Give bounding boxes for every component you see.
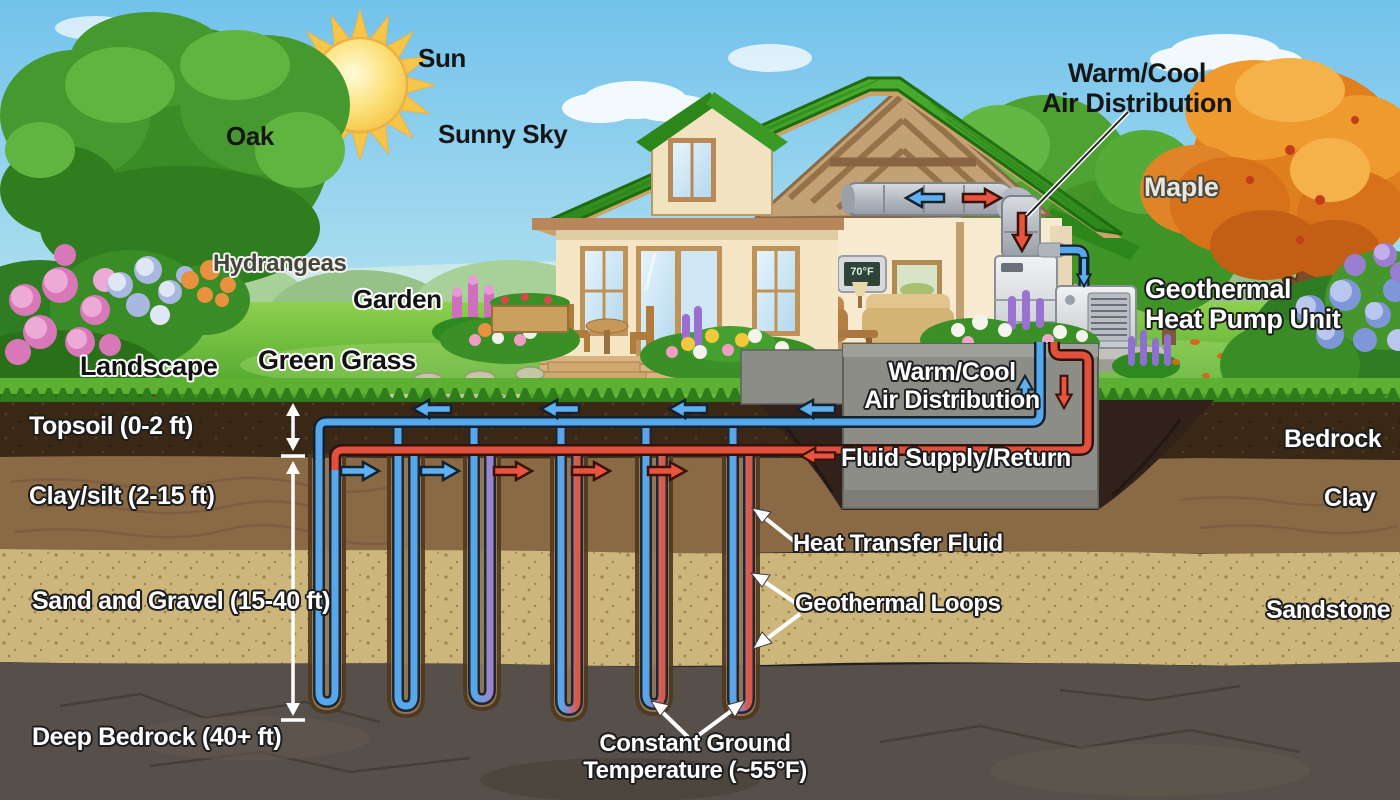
sun-icon — [283, 8, 437, 162]
fluid-supply-return-label: Fluid Supply/Return — [841, 444, 1071, 472]
thermostat-reading: 70°F — [850, 266, 874, 278]
sun-label: Sun — [418, 43, 466, 73]
patio-chair — [630, 306, 654, 354]
oak-tree — [0, 12, 350, 404]
landscape-label: Landscape — [80, 351, 218, 381]
maple-tree — [1140, 58, 1400, 393]
underground — [0, 244, 1400, 800]
window — [752, 246, 800, 336]
hydrangea-bush-left — [0, 244, 250, 420]
air-distribution-foundation-label: Warm/Cool Air Distribution — [864, 358, 1040, 414]
sand-gravel-layer-label: Sand and Gravel (15-40 ft) — [32, 587, 331, 615]
orange-flowers — [181, 260, 236, 307]
clay-label: Clay — [1324, 484, 1376, 512]
soil-layer-sand-gravel — [0, 549, 1400, 666]
topsoil-layer-label: Topsoil (0-2 ft) — [29, 412, 193, 440]
rear-roof — [1042, 208, 1140, 260]
framed-picture — [892, 260, 942, 300]
lavender — [1112, 330, 1180, 380]
green-grass-label: Green Grass — [258, 345, 416, 375]
table-lamp — [852, 282, 868, 308]
hydrangeas-label: Hydrangeas — [213, 250, 347, 277]
geothermal-loops-label: Geothermal Loops — [795, 590, 1001, 617]
window — [580, 246, 628, 336]
clay-silt-layer-label: Clay/silt (2-15 ft) — [29, 482, 215, 510]
sunny-sky-label: Sunny Sky — [438, 119, 568, 149]
thermostat — [837, 255, 887, 293]
dormer — [636, 92, 788, 216]
sandstone-label: Sandstone — [1266, 596, 1391, 624]
oak-label: Oak — [226, 121, 274, 151]
soil-layer-deep-bedrock — [0, 662, 1400, 800]
maple-label: Maple — [1144, 172, 1219, 202]
deep-bedrock-layer-label: Deep Bedrock (40+ ft) — [32, 723, 282, 751]
patio-table — [585, 318, 629, 354]
bedrock-label: Bedrock — [1284, 425, 1382, 453]
return-pipe-warm — [329, 342, 1094, 470]
dormer-window — [668, 138, 716, 202]
air-distribution-attic-label: Warm/Cool Air Distribution — [1041, 58, 1233, 119]
purple-hydrangeas — [1344, 243, 1400, 282]
planter-box — [490, 293, 570, 333]
heat-transfer-fluid-label: Heat Transfer Fluid — [793, 530, 1003, 557]
constant-ground-temperature-label: Constant Ground Temperature (~55°F) — [583, 730, 807, 784]
heat-pump-unit-label: Geothermal Heat Pump Unit — [1145, 274, 1341, 335]
supply-pipe-cool — [313, 342, 1046, 460]
garden-label: Garden — [353, 284, 442, 314]
blue-hydrangeas — [107, 256, 194, 325]
leader-lines — [649, 110, 1130, 739]
blue-hydrangeas — [1295, 278, 1400, 352]
depth-dimension-arrows — [281, 403, 305, 722]
eave-fascia — [532, 218, 844, 230]
